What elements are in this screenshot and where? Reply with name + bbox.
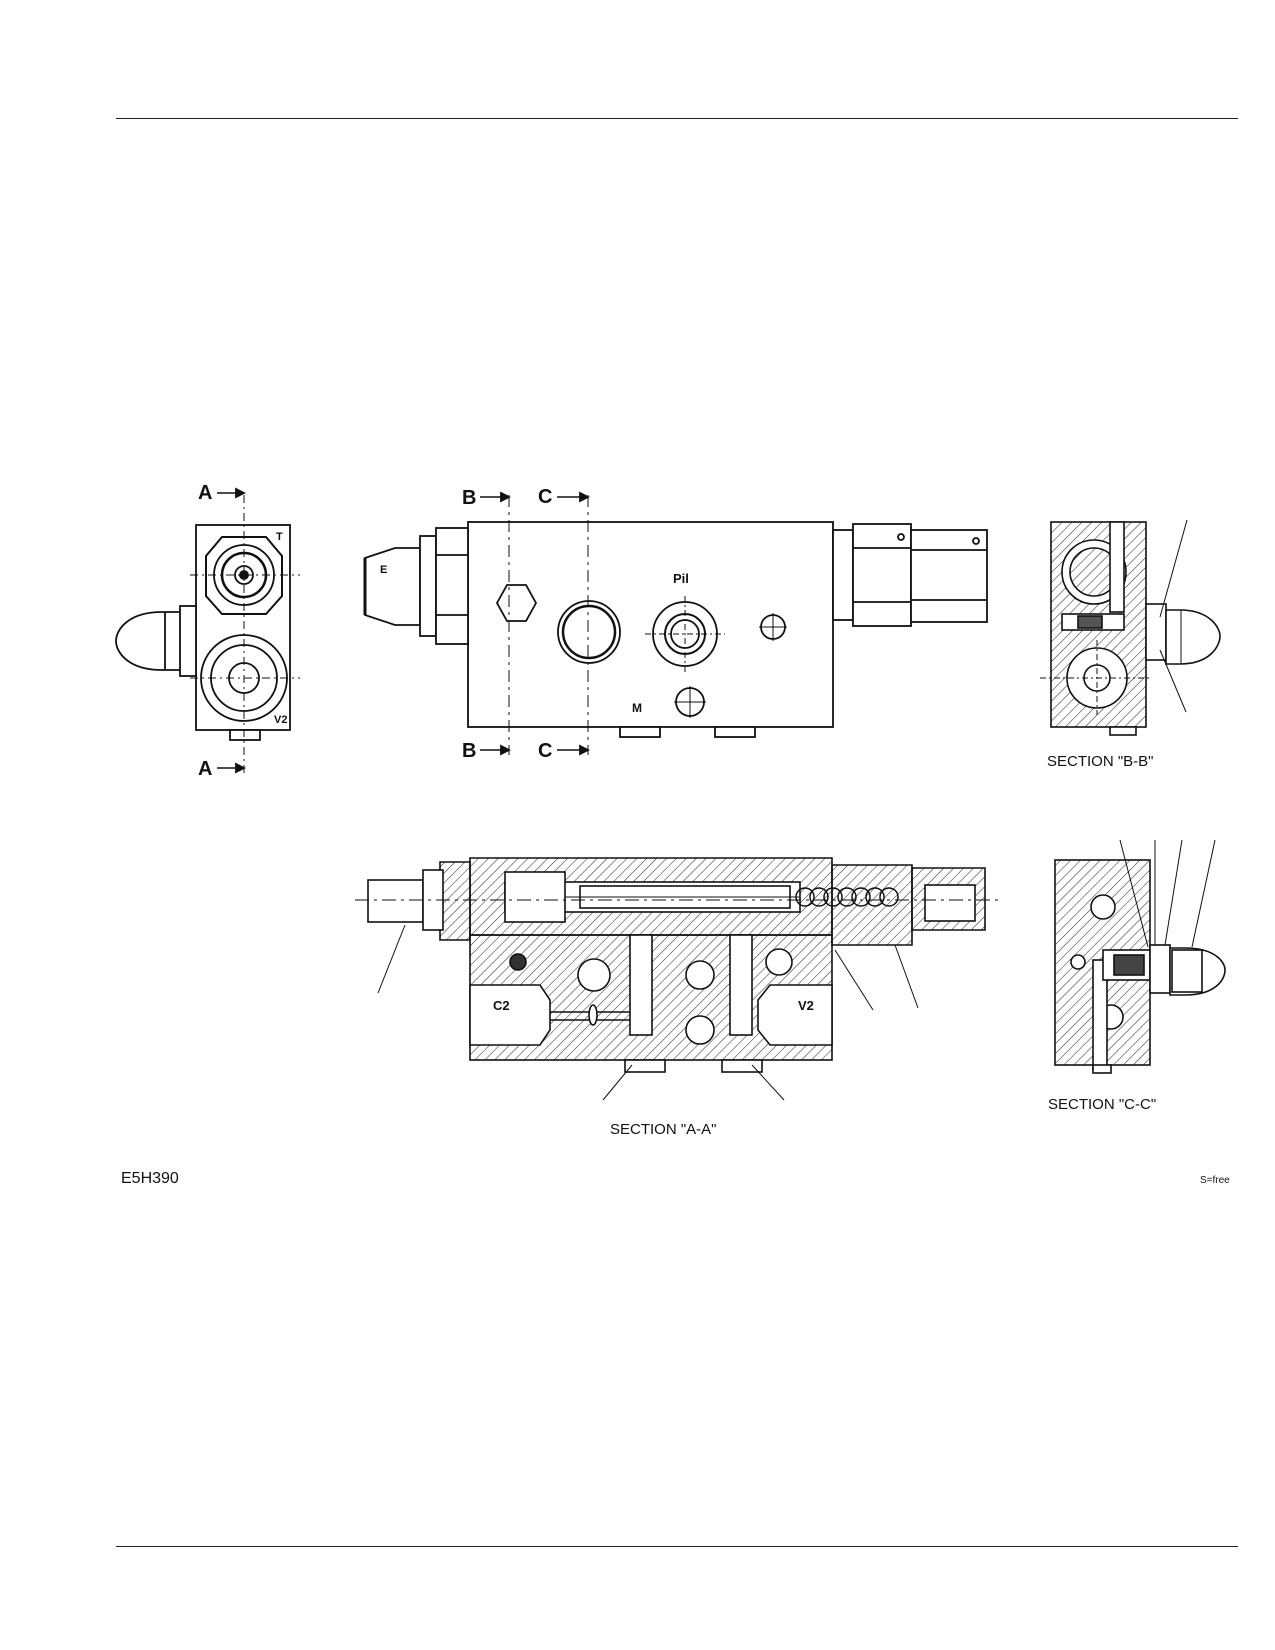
top-rule <box>116 118 1238 119</box>
port-label-m: M <box>632 701 642 715</box>
cut-label-b-top: B <box>462 487 476 509</box>
section-aa-view <box>355 857 1000 1101</box>
port-label-e: E <box>380 564 387 576</box>
port-label-v2-end: V2 <box>274 714 287 726</box>
section-aa-caption: SECTION "A-A" <box>610 1121 717 1138</box>
port-label-pil: Pil <box>673 571 689 586</box>
section-bb-view <box>1040 519 1221 736</box>
port-label-c2: C2 <box>493 998 510 1013</box>
cut-label-c-top: C <box>538 486 552 508</box>
section-cc-view <box>1054 839 1226 1074</box>
port-label-v2-section: V2 <box>798 998 814 1013</box>
end-view <box>115 487 300 775</box>
cut-label-a-bottom: A <box>198 758 212 780</box>
bottom-rule <box>116 1546 1238 1547</box>
cut-label-a-top: A <box>198 482 212 504</box>
cut-label-c-bottom: C <box>538 740 552 762</box>
scale-note: S=free <box>1200 1175 1230 1186</box>
cut-label-b-bottom: B <box>462 740 476 762</box>
figure-id: E5H390 <box>121 1170 179 1187</box>
port-label-t: T <box>276 531 283 543</box>
section-cc-caption: SECTION "C-C" <box>1048 1096 1156 1113</box>
section-bb-caption: SECTION "B-B" <box>1047 753 1154 770</box>
front-view <box>363 491 988 756</box>
